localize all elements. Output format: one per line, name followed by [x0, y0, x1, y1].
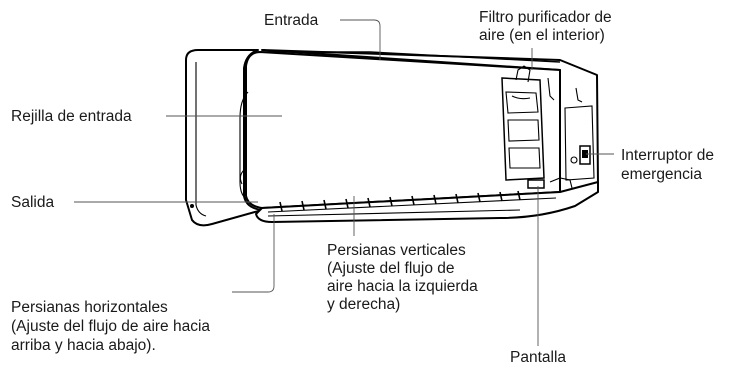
- label-entrada: Entrada: [264, 12, 319, 29]
- horizontal-louver: [255, 181, 599, 223]
- emergency-switch-illustration: [570, 145, 591, 165]
- label-salida: Salida: [11, 194, 54, 211]
- label-pantalla: Pantalla: [510, 349, 566, 366]
- vertical-louvers: [279, 190, 521, 212]
- label-persianas-horizontales: Persianas horizontales (Ajuste del flujo…: [11, 299, 214, 354]
- air-filter: [501, 65, 545, 181]
- leader-lines: [74, 19, 614, 346]
- display-illustration: [527, 179, 545, 189]
- indoor-unit-illustration: [185, 49, 599, 227]
- label-interruptor-de-emergencia: Interruptor de emergencia: [621, 147, 718, 183]
- front-panel: [245, 51, 561, 209]
- label-filtro: Filtro purificador de aire (en el interi…: [479, 9, 616, 44]
- label-persianas-verticales: Persianas verticales (Ajuste del flujo d…: [327, 242, 482, 313]
- label-rejilla-de-entrada: Rejilla de entrada: [11, 108, 132, 125]
